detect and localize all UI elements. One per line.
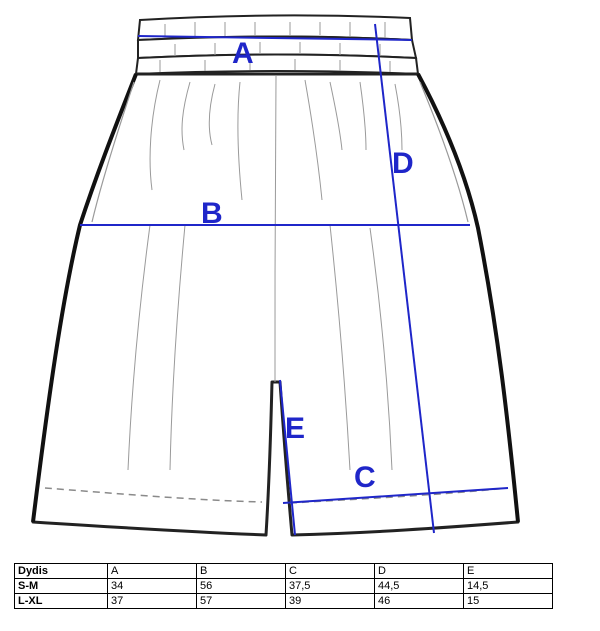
measure-line-a <box>137 35 413 41</box>
row-size-label: L-XL <box>14 593 108 609</box>
fabric-folds <box>127 75 403 471</box>
label-e: E <box>285 412 305 445</box>
table-cell: 46 <box>374 593 464 609</box>
header-e: E <box>463 563 553 579</box>
label-b: B <box>201 197 223 230</box>
table-cell: 37 <box>107 593 197 609</box>
table-cell: 37,5 <box>285 578 375 594</box>
pocket-lines <box>91 81 469 223</box>
table-row: L-XL 37 57 39 46 15 <box>14 593 553 609</box>
label-c: C <box>354 461 376 494</box>
table-cell: 57 <box>196 593 286 609</box>
row-size-label: S-M <box>14 578 108 594</box>
table-cell: 15 <box>463 593 553 609</box>
table-row: S-M 34 56 37,5 44,5 14,5 <box>14 578 553 594</box>
size-table: Dydis A B C D E S-M 34 56 37,5 44,5 14,5… <box>14 563 553 609</box>
table-cell: 56 <box>196 578 286 594</box>
header-size: Dydis <box>14 563 108 579</box>
shorts-diagram: A B C D E <box>31 14 520 537</box>
table-cell: 14,5 <box>463 578 553 594</box>
measurement-lines <box>80 23 509 536</box>
waistband-gathers <box>159 22 391 72</box>
measure-line-e <box>279 379 296 536</box>
table-cell: 39 <box>285 593 375 609</box>
table-header-row: Dydis A B C D E <box>14 563 553 579</box>
table-cell: 34 <box>107 578 197 594</box>
header-a: A <box>107 563 197 579</box>
table-cell: 44,5 <box>374 578 464 594</box>
label-a: A <box>232 37 254 70</box>
header-c: C <box>285 563 375 579</box>
waistband <box>134 14 420 76</box>
label-d: D <box>392 147 414 180</box>
measure-line-c <box>282 487 509 504</box>
measure-line-d <box>374 23 435 534</box>
header-b: B <box>196 563 286 579</box>
side-seams <box>31 73 520 523</box>
header-d: D <box>374 563 464 579</box>
